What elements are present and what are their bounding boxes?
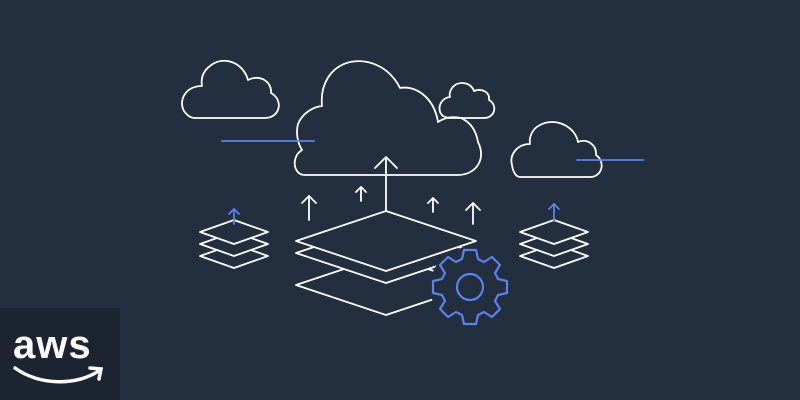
- aws-logo: aws: [0, 308, 120, 400]
- aws-wordmark: aws: [13, 323, 92, 367]
- upload-arrow-icon: [427, 197, 439, 213]
- upload-arrow-icon: [465, 202, 481, 225]
- small-cloud-left-icon: [181, 59, 280, 119]
- layer-stack-right-icon: [519, 203, 589, 269]
- layer-stack-main-icon: [295, 210, 477, 316]
- layer-stack-left-icon: [199, 208, 269, 269]
- aws-smile-arrow-icon: [13, 366, 104, 384]
- small-cloud-right-icon: [510, 121, 603, 178]
- small-cloud-center-icon: [438, 82, 496, 119]
- main-cloud-icon: [293, 60, 482, 176]
- gear-icon: [430, 247, 510, 327]
- upload-arrow-icon: [355, 186, 367, 202]
- upload-arrow-icon: [301, 195, 317, 221]
